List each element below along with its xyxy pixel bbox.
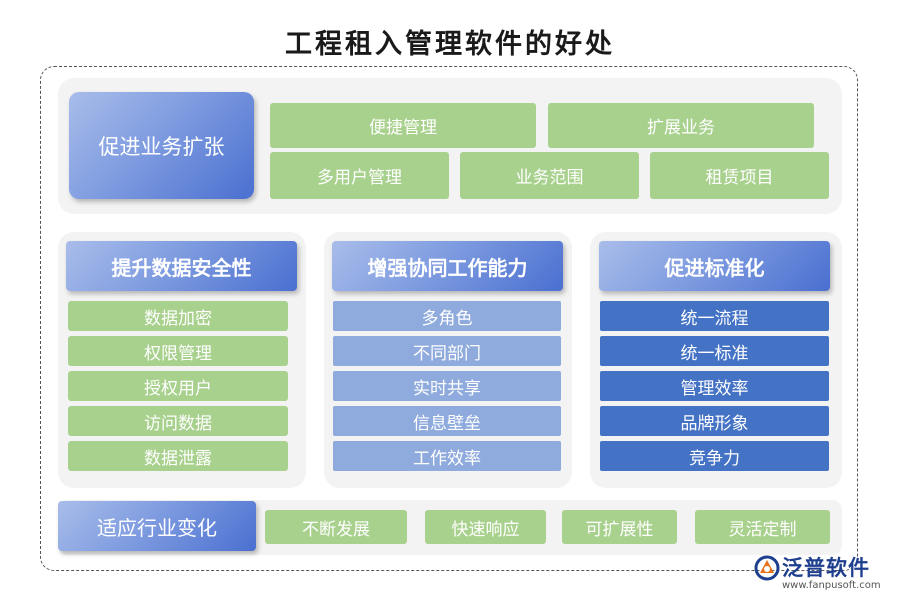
item-permission-management: 权限管理 — [68, 336, 288, 366]
item-competitiveness: 竞争力 — [600, 441, 829, 471]
item-real-time-sharing: 实时共享 — [333, 371, 561, 401]
fanpu-logo-icon — [754, 555, 780, 581]
box-continuous-development: 不断发展 — [265, 510, 407, 544]
brand-logo: 泛普软件 www.fanpusoft.com — [752, 552, 892, 596]
logo-url: www.fanpusoft.com — [782, 580, 881, 591]
item-access-data: 访问数据 — [68, 406, 288, 436]
item-authorized-users: 授权用户 — [68, 371, 288, 401]
item-multi-role: 多角色 — [333, 301, 561, 331]
item-brand-image: 品牌形象 — [600, 406, 829, 436]
page-title: 工程租入管理软件的好处 — [285, 29, 615, 60]
item-data-leakage: 数据泄露 — [68, 441, 288, 471]
item-data-encryption: 数据加密 — [68, 301, 288, 331]
heading-collaboration: 增强协同工作能力 — [332, 241, 563, 291]
heading-industry-change: 适应行业变化 — [58, 501, 256, 551]
item-unified-standard: 统一标准 — [600, 336, 829, 366]
logo-name: 泛普软件 — [782, 556, 870, 580]
item-unified-process: 统一流程 — [600, 301, 829, 331]
box-multi-user-management: 多用户管理 — [270, 152, 449, 199]
box-flexible-customization: 灵活定制 — [695, 510, 830, 544]
box-rental-projects: 租赁项目 — [650, 152, 829, 199]
box-scalability: 可扩展性 — [562, 510, 677, 544]
diagram-frame — [40, 66, 858, 571]
heading-business-expansion: 促进业务扩张 — [69, 92, 254, 199]
box-business-scope: 业务范围 — [460, 152, 639, 199]
heading-data-security: 提升数据安全性 — [66, 241, 297, 291]
box-convenient-management: 便捷管理 — [270, 103, 536, 148]
item-work-efficiency: 工作效率 — [333, 441, 561, 471]
box-expand-business: 扩展业务 — [548, 103, 814, 148]
box-rapid-response: 快速响应 — [425, 510, 546, 544]
heading-standardization: 促进标准化 — [599, 241, 830, 291]
item-management-efficiency: 管理效率 — [600, 371, 829, 401]
item-different-departments: 不同部门 — [333, 336, 561, 366]
item-information-barriers: 信息壁垒 — [333, 406, 561, 436]
